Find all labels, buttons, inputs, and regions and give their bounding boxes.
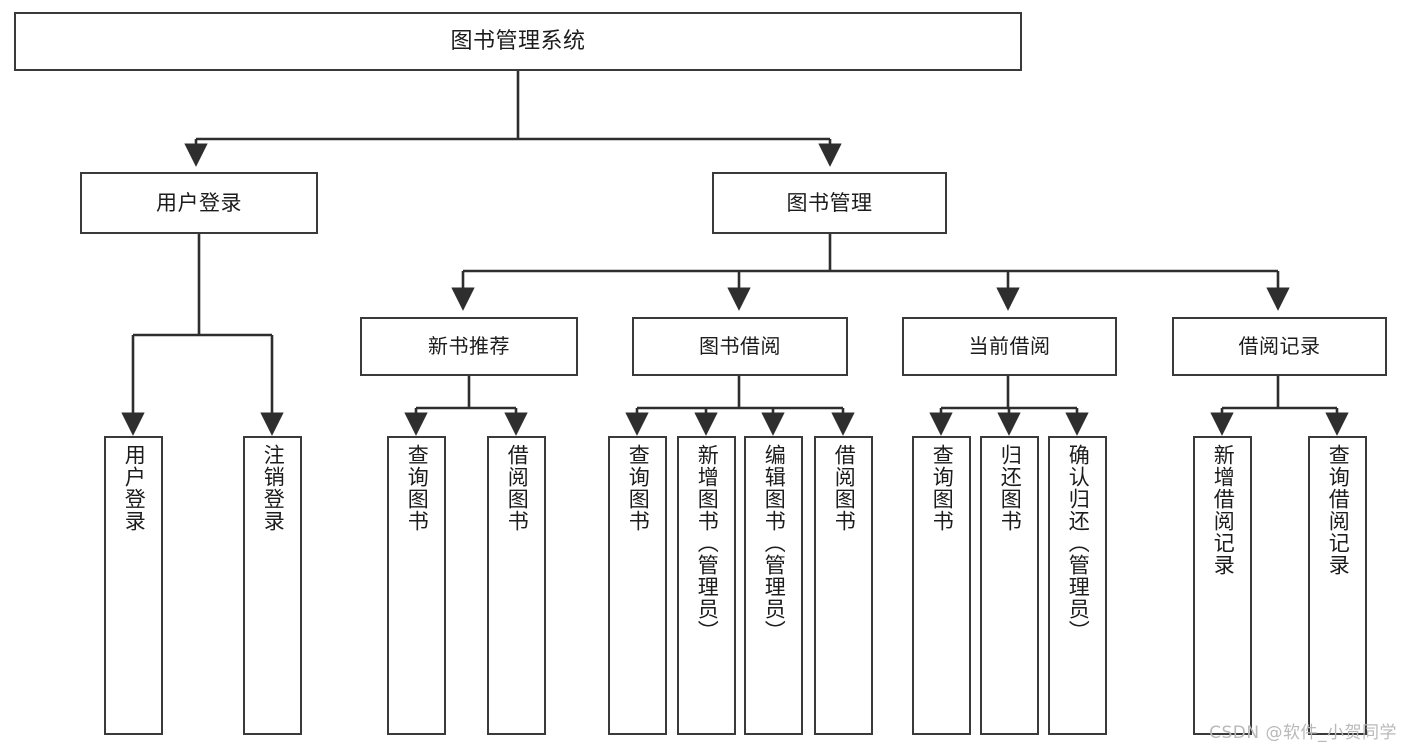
node-book-borrow[interactable]: 图书借阅 [632,317,848,376]
node-borrow-records[interactable]: 借阅记录 [1172,317,1387,376]
node-new-book-recommend[interactable]: 新书推荐 [360,317,578,376]
leaf-borrow-edit-book-label: 编辑图书（管理员） [762,444,787,642]
leaf-records-query-record-label: 查询借阅记录 [1326,444,1351,576]
node-book-management[interactable]: 图书管理 [712,172,947,234]
leaf-borrow-edit-book[interactable]: 编辑图书（管理员） [744,436,803,735]
node-current-borrow[interactable]: 当前借阅 [902,317,1117,376]
leaf-newbook-query-book[interactable]: 查询图书 [387,436,446,735]
leaf-borrow-add-book[interactable]: 新增图书（管理员） [677,436,736,735]
leaf-records-add-record[interactable]: 新增借阅记录 [1193,436,1252,735]
leaf-records-add-record-label: 新增借阅记录 [1211,444,1236,576]
leaf-newbook-borrow-book[interactable]: 借阅图书 [487,436,546,735]
leaf-borrow-borrow-book[interactable]: 借阅图书 [814,436,873,735]
leaf-current-query-book[interactable]: 查询图书 [912,436,971,735]
leaf-newbook-borrow-book-label: 借阅图书 [505,444,530,532]
leaf-user-login[interactable]: 用户登录 [104,436,163,735]
leaf-borrow-query-book-label: 查询图书 [626,444,651,532]
node-book-borrow-label: 图书借阅 [699,333,781,358]
node-borrow-records-label: 借阅记录 [1238,333,1321,358]
node-root[interactable]: 图书管理系统 [14,12,1022,71]
leaf-user-login-label: 用户登录 [122,444,147,532]
leaf-user-logout[interactable]: 注销登录 [243,436,302,735]
leaf-current-return-book[interactable]: 归还图书 [980,436,1039,735]
leaf-borrow-borrow-book-label: 借阅图书 [832,444,857,532]
node-book-management-label: 图书管理 [786,190,873,215]
leaf-current-return-book-label: 归还图书 [998,444,1023,532]
node-user-login[interactable]: 用户登录 [80,172,318,234]
node-new-book-recommend-label: 新书推荐 [428,333,510,358]
watermark: CSDN @软件_小贺同学 [1209,723,1397,743]
leaf-current-confirm-return[interactable]: 确认归还（管理员） [1048,436,1107,735]
leaf-user-logout-label: 注销登录 [261,444,286,532]
node-current-borrow-label: 当前借阅 [968,333,1051,358]
leaf-current-confirm-return-label: 确认归还（管理员） [1066,444,1091,642]
leaf-current-query-book-label: 查询图书 [930,444,955,532]
node-user-login-label: 用户登录 [156,190,242,215]
leaf-newbook-query-book-label: 查询图书 [405,444,430,532]
leaf-borrow-query-book[interactable]: 查询图书 [608,436,667,735]
leaf-borrow-add-book-label: 新增图书（管理员） [695,444,720,642]
leaf-records-query-record[interactable]: 查询借阅记录 [1308,436,1367,735]
node-root-label: 图书管理系统 [450,28,586,54]
